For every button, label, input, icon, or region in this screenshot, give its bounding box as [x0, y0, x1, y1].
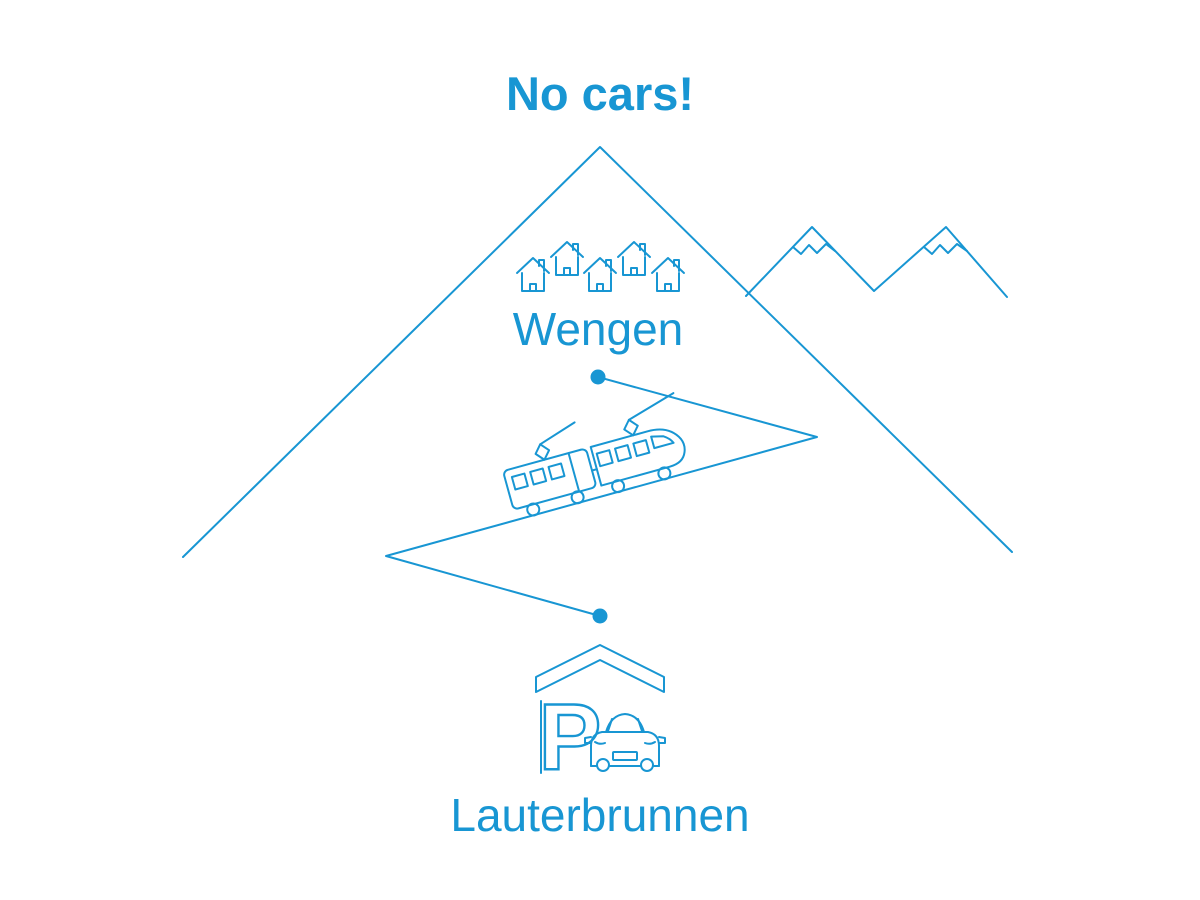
secondary-peaks-outline [745, 226, 1008, 298]
car-license-plate [612, 751, 638, 761]
car-windshield-pillar [607, 718, 613, 732]
train-windshield [650, 435, 675, 450]
pantograph-icon [534, 443, 551, 461]
car-windshield-pillar [637, 718, 643, 732]
train-door-line [567, 452, 581, 493]
car-wheel [596, 758, 610, 772]
car-headlight [594, 741, 606, 745]
pantograph-icon [623, 418, 639, 437]
train-window [547, 462, 566, 481]
wengen-label: Wengen [513, 303, 684, 355]
overhead-wire-line [539, 421, 576, 446]
parking-p-icon: P [539, 684, 602, 789]
train-wheel [611, 479, 626, 494]
train-window [614, 444, 633, 463]
station-dot-lauterbrunnen [592, 608, 608, 624]
car-icon [584, 713, 666, 772]
house-icon [550, 241, 584, 276]
train-wheel [570, 490, 585, 505]
overhead-wire-line [627, 392, 675, 421]
railway-zigzag-line [385, 376, 818, 617]
train-window [632, 439, 651, 458]
house-icon [516, 257, 550, 292]
car-mirror [584, 736, 592, 744]
car-wheel [640, 758, 654, 772]
car-body [590, 713, 660, 767]
snow-cap-icon [923, 243, 968, 255]
train-window [529, 467, 548, 486]
train-wheel [526, 502, 541, 517]
house-icon [617, 241, 651, 276]
parking-garage-icon: P [535, 644, 665, 790]
village-houses [516, 241, 685, 292]
garage-roof [535, 644, 665, 693]
train-window [510, 472, 529, 491]
lauterbrunnen-label: Lauterbrunnen [450, 789, 749, 841]
page-title: No cars! [506, 67, 694, 120]
train-front-car [589, 428, 686, 487]
car-mirror [658, 736, 666, 744]
house-icon [583, 257, 617, 292]
secondary-peaks-icon [745, 226, 1008, 298]
car-headlight [644, 741, 656, 745]
train-window [595, 449, 614, 468]
snow-cap-icon [792, 243, 836, 255]
mountain-icon [182, 146, 1013, 558]
house-icon [651, 257, 685, 292]
train-wheel [657, 466, 672, 481]
train-icon [503, 392, 686, 517]
